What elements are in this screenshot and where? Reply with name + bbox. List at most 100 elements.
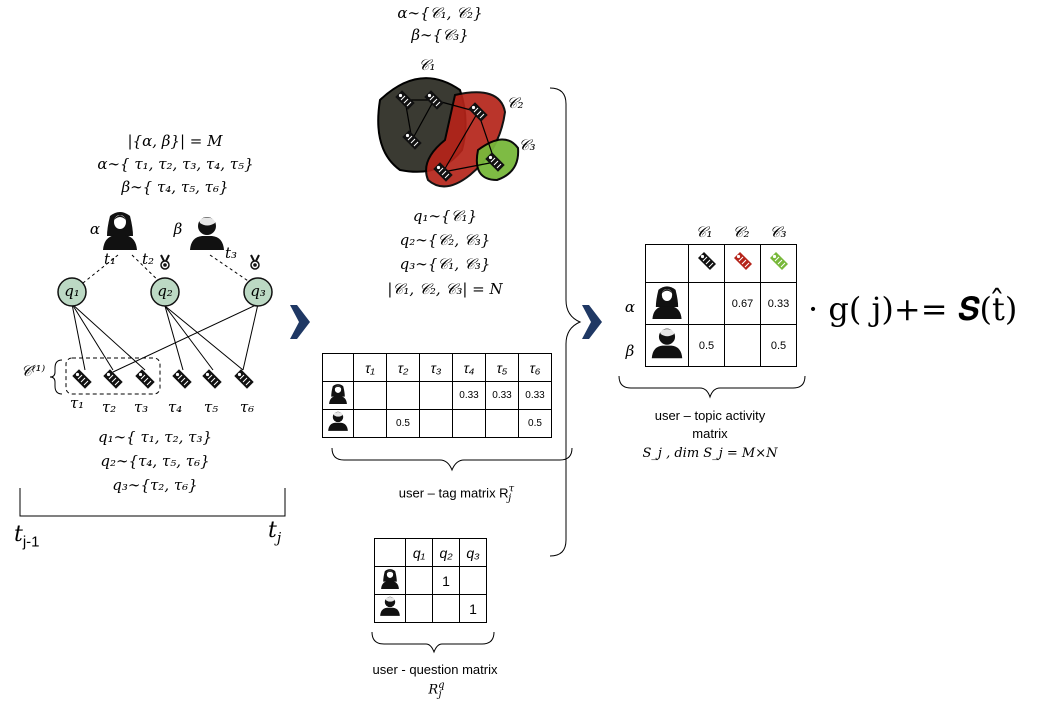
question-node-q3 bbox=[243, 277, 273, 307]
medal-icon bbox=[250, 254, 260, 270]
answer-edge-t1 bbox=[77, 254, 119, 288]
cluster-label-c3: 𝒞₃ bbox=[518, 136, 536, 154]
matrix-cell bbox=[353, 409, 387, 438]
question-matrix-brace bbox=[371, 631, 495, 654]
arrow-icon bbox=[290, 305, 310, 339]
q1-tag-set: q₁∼{ τ₁, τ₂, τ₃} bbox=[97, 428, 213, 446]
matrix-cell: 1 bbox=[432, 566, 460, 595]
matrix-cell bbox=[432, 594, 460, 623]
tag-label: τ₄ bbox=[167, 398, 183, 416]
user-beta-label: β bbox=[173, 220, 183, 238]
user-alpha-icon bbox=[103, 212, 137, 250]
tag-icon bbox=[760, 244, 797, 283]
q3-cluster-set: q₃∼{𝒞₁, 𝒞₃} bbox=[399, 255, 491, 273]
matrix-cell bbox=[485, 409, 519, 438]
q2-tag-set: q₂∼{τ₄, τ₅, τ₆} bbox=[100, 452, 210, 470]
timeline-start: tj-1 bbox=[14, 522, 40, 551]
tag-icon bbox=[103, 369, 123, 389]
tag-icon bbox=[234, 369, 254, 389]
user-tag-matrix: τ₁ τ₂ τ₃ τ₄ τ₅ τ₆ 0.33 0.33 0.33 0.5 0.5 bbox=[322, 353, 552, 438]
q1-cluster-set: q₁∼{𝒞₁} bbox=[412, 207, 478, 225]
user-tag-matrix-caption: user – tag matrix Rτj bbox=[398, 484, 515, 504]
matrix-cell bbox=[353, 381, 387, 410]
user-question-matrix: q₁ q₂ q₃ 1 1 bbox=[374, 538, 487, 623]
arrow-icon bbox=[582, 305, 602, 339]
matrix-header: τ₆ bbox=[518, 353, 552, 382]
matrix-cell bbox=[452, 409, 486, 438]
user-alpha-icon bbox=[374, 566, 406, 595]
matrix-cell: 0.33 bbox=[518, 381, 552, 410]
timeline-end: tj bbox=[268, 518, 282, 547]
tag-icon bbox=[724, 244, 761, 283]
user-question-matrix-caption: user - question matrix bbox=[372, 662, 498, 677]
cluster-label-c1: 𝒞₁ bbox=[418, 56, 436, 74]
cluster-label-c2: 𝒞₂ bbox=[506, 94, 524, 112]
topic-header: 𝒞₃ bbox=[769, 223, 787, 241]
matrix-cell: 0.67 bbox=[724, 282, 761, 325]
alpha-tag-set: α∼{ τ₁, τ₂, τ₃, τ₄, τ₅} bbox=[97, 155, 254, 173]
update-formula: · g( j)+= 𝑺(t̂) bbox=[808, 290, 1018, 328]
matrix-cell: 0.5 bbox=[760, 324, 797, 367]
topic-row-alpha: α bbox=[624, 298, 636, 316]
q3-tag-set: q₃∼{τ₂, τ₆} bbox=[112, 476, 198, 494]
user-beta-icon bbox=[374, 594, 406, 623]
user-alpha-icon bbox=[322, 381, 354, 410]
tag-label: τ₃ bbox=[133, 398, 149, 416]
tag-group-box bbox=[65, 357, 161, 395]
tag-matrix-brace bbox=[331, 447, 573, 472]
user-alpha-label: α bbox=[89, 220, 101, 238]
matrix-cell: 0.33 bbox=[760, 282, 797, 325]
beta-tag-set: β∼{ τ₄, τ₅, τ₆} bbox=[121, 178, 229, 196]
topic-matrix-caption-1: user – topic activity bbox=[654, 408, 766, 423]
matrix-header: τ₄ bbox=[452, 353, 486, 382]
user-beta-icon bbox=[322, 409, 354, 438]
tag-icon bbox=[72, 369, 92, 389]
tag-icon bbox=[172, 369, 192, 389]
matrix-cell bbox=[688, 282, 725, 325]
tag-icon bbox=[202, 369, 222, 389]
matrix-cell bbox=[419, 381, 453, 410]
matrix-cell: 0.33 bbox=[452, 381, 486, 410]
matrix-cell: 0.5 bbox=[688, 324, 725, 367]
question-node-q2 bbox=[150, 277, 180, 307]
topic-matrix-caption-3: S_j , dim S_j = M×N bbox=[642, 446, 778, 461]
tag-icon bbox=[688, 244, 725, 283]
question-node-q1 bbox=[57, 277, 87, 307]
beta-cluster-set: β∼{𝒞₃} bbox=[411, 26, 469, 44]
matrix-header: τ₅ bbox=[485, 353, 519, 382]
matrix-header: q₃ bbox=[459, 538, 487, 567]
tag-label: τ₂ bbox=[101, 398, 117, 416]
answer-label-t2: t₂ bbox=[141, 250, 155, 268]
matrix-cell bbox=[419, 409, 453, 438]
matrix-cell: 0.33 bbox=[485, 381, 519, 410]
question-tag-edges bbox=[71, 303, 259, 373]
answer-label-t1: t₁ bbox=[103, 250, 117, 268]
answer-label-t3: t₃ bbox=[224, 244, 238, 262]
tag-label: τ₅ bbox=[203, 398, 219, 416]
user-count: |{α, β}| = M bbox=[127, 132, 223, 150]
topic-row-beta: β bbox=[625, 342, 635, 360]
medal-icon bbox=[160, 254, 170, 270]
tag-label: τ₁ bbox=[69, 394, 85, 412]
matrix-cell bbox=[386, 381, 420, 410]
question-label-q3: q₃ bbox=[250, 282, 266, 300]
matrix-cell bbox=[405, 566, 433, 595]
matrix-cell: 0.5 bbox=[386, 409, 420, 438]
question-label-q1: q₁ bbox=[64, 282, 80, 300]
topic-header: 𝒞₁ bbox=[695, 223, 713, 241]
user-alpha-icon bbox=[645, 282, 689, 325]
topic-matrix-caption-2: matrix bbox=[692, 426, 728, 441]
tag-label: τ₆ bbox=[239, 398, 255, 416]
matrix-header: q₁ bbox=[405, 538, 433, 567]
topic-matrix-brace bbox=[618, 375, 806, 399]
matrix-cell bbox=[724, 324, 761, 367]
user-topic-matrix: 0.67 0.33 0.5 0.5 bbox=[645, 244, 797, 367]
matrix-header: τ₃ bbox=[419, 353, 453, 382]
merge-brace bbox=[549, 87, 582, 557]
matrix-header: τ₁ bbox=[353, 353, 387, 382]
timeline-bracket bbox=[19, 488, 286, 517]
question-label-q2: q₂ bbox=[157, 282, 173, 300]
cluster-count: |𝒞₁, 𝒞₂, 𝒞₃| = N bbox=[387, 280, 503, 298]
matrix-cell: 0.5 bbox=[518, 409, 552, 438]
